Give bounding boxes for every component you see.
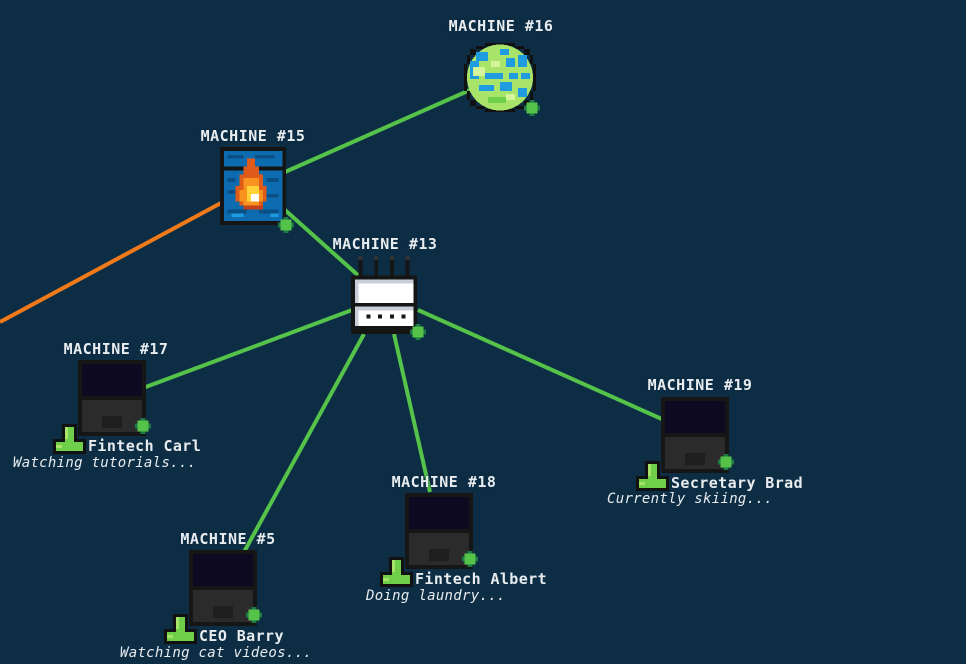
firewall-icon[interactable] <box>219 147 287 225</box>
link-m15-m13 <box>283 208 362 279</box>
user-icon <box>53 424 86 454</box>
user-activity: Currently skiing... <box>607 491 773 507</box>
user-activity: Watching cat videos... <box>120 645 313 661</box>
node-label: MACHINE #19 <box>647 376 753 394</box>
link-m13-m5 <box>242 333 366 553</box>
user-badge: Secretary Brad <box>636 461 803 491</box>
computer-icon[interactable] <box>78 360 146 436</box>
status-online-icon <box>462 551 478 567</box>
user-activity: Watching tutorials... <box>13 455 197 471</box>
status-online-icon <box>135 418 151 434</box>
link-m13-m18 <box>392 333 432 493</box>
computer-icon[interactable] <box>661 397 729 473</box>
node-label: MACHINE #13 <box>332 235 438 253</box>
user-name: CEO Barry <box>199 627 284 645</box>
link-m15-m16 <box>284 88 471 174</box>
node-label: MACHINE #16 <box>448 17 554 35</box>
user-badge: Fintech Albert <box>380 557 547 587</box>
user-name: Secretary Brad <box>671 474 804 492</box>
status-online-icon <box>410 324 426 340</box>
user-icon <box>380 557 413 587</box>
link-offscreen-left-m15-attack <box>0 201 222 324</box>
status-online-icon <box>278 217 294 233</box>
status-online-icon <box>524 100 540 116</box>
user-badge: CEO Barry <box>164 614 284 644</box>
user-badge: Fintech Carl <box>53 424 201 454</box>
node-label: MACHINE #15 <box>200 127 306 145</box>
node-label: MACHINE #5 <box>180 530 276 548</box>
computer-icon[interactable] <box>189 550 257 626</box>
computer-icon[interactable] <box>405 493 473 569</box>
user-icon <box>164 614 197 644</box>
user-name: Fintech Carl <box>88 437 202 455</box>
status-online-icon <box>718 454 734 470</box>
node-label: MACHINE #17 <box>63 340 169 358</box>
link-m13-m19 <box>417 308 665 422</box>
router-icon[interactable] <box>350 256 418 334</box>
status-online-icon <box>246 607 262 623</box>
node-label: MACHINE #18 <box>391 473 497 491</box>
user-activity: Doing laundry... <box>366 588 506 604</box>
user-name: Fintech Albert <box>415 570 548 588</box>
link-m13-m17 <box>142 308 353 390</box>
globe-icon[interactable] <box>461 40 539 118</box>
user-icon <box>636 461 669 491</box>
